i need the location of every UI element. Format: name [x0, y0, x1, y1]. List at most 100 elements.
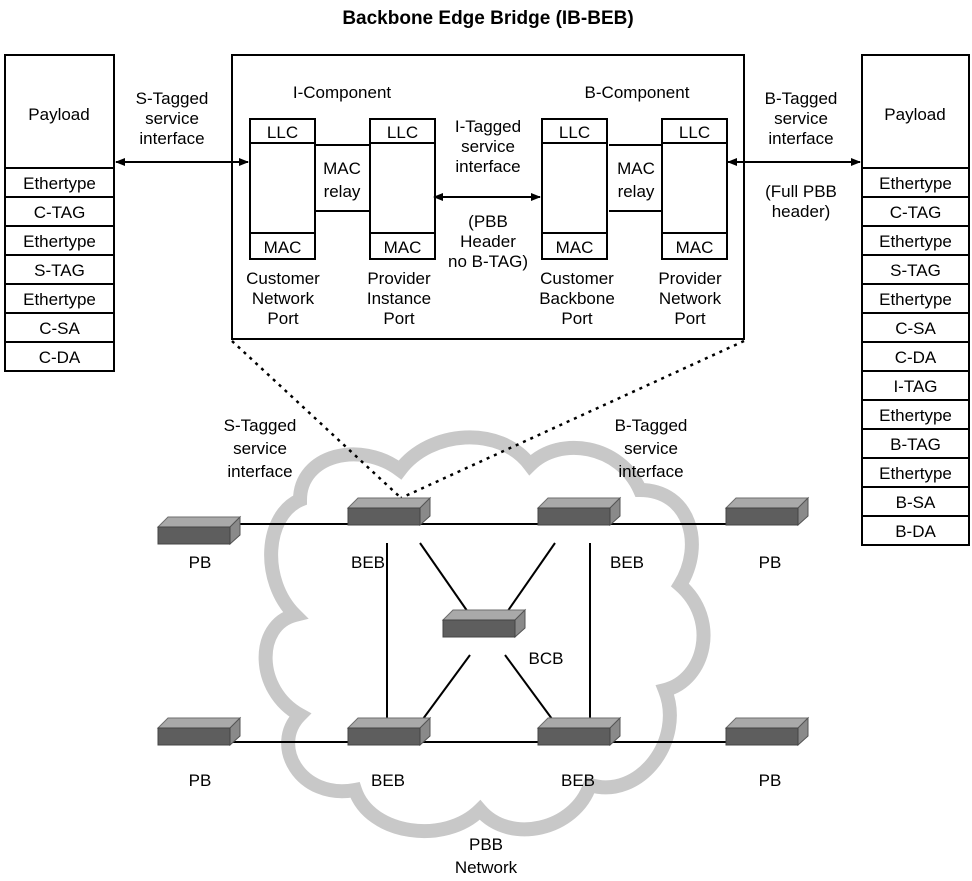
full-pbb-line1: (Full PBB — [765, 182, 837, 201]
left-field-label: Ethertype — [23, 174, 96, 193]
port-label-pip-2: Instance — [367, 289, 431, 308]
provider-instance-port-mac-label: MAC — [384, 238, 422, 257]
diagram-title: Backbone Edge Bridge (IB-BEB) — [342, 8, 633, 29]
net-b-tagged-line3: interface — [618, 462, 683, 481]
pb-switch-icon — [725, 717, 809, 746]
right-field-box — [861, 515, 970, 546]
left-s-tagged-line3: interface — [139, 129, 204, 148]
right-field-label: Ethertype — [879, 174, 952, 193]
port-label-cbp-2: Backbone — [539, 289, 615, 308]
provider-network-port-llc-label: LLC — [679, 123, 710, 142]
link-bcb-beb-bottom-right — [504, 654, 556, 724]
i-component-label: I-Component — [293, 83, 392, 102]
left-field-label: C-TAG — [34, 203, 86, 222]
net-b-tagged-line2: service — [624, 439, 678, 458]
left-field-label: Ethertype — [23, 290, 96, 309]
pb-label-bottom-right: PB — [759, 771, 782, 790]
i-mac-relay-line1: MAC — [323, 159, 361, 178]
port-label-cnp-3: Port — [267, 309, 298, 328]
right-field-box — [861, 428, 970, 459]
bcb-switch-icon — [442, 609, 526, 638]
link-beb-bcb-top-right — [504, 542, 556, 616]
link-bcb-beb-bottom-left — [419, 654, 471, 724]
left-field-label: C-SA — [39, 319, 80, 338]
net-s-tagged-line1: S-Tagged — [224, 416, 297, 435]
b-mac-relay-line2: relay — [618, 182, 655, 201]
beb-label-bottom-left: BEB — [371, 771, 405, 790]
customer-network-port-mac-label: MAC — [264, 238, 302, 257]
right-field-box — [861, 283, 970, 314]
pb-label-top-left: PB — [189, 553, 212, 572]
right-b-tagged-line2: service — [774, 109, 828, 128]
left-field-box — [4, 341, 115, 372]
customer-backbone-port-llc-label: LLC — [559, 123, 590, 142]
right-field-box — [861, 370, 970, 401]
port-label-cbp-1: Customer — [540, 269, 614, 288]
zoom-line-right — [400, 339, 745, 500]
right-field-box — [861, 196, 970, 227]
provider-instance-port-llc-label: LLC — [387, 123, 418, 142]
beb-switch-icon — [537, 497, 621, 526]
right-field-label: I-TAG — [893, 377, 937, 396]
beb-label-bottom-right: BEB — [561, 771, 595, 790]
provider-network-port-mac-label: MAC — [676, 238, 714, 257]
right-field-label: Ethertype — [879, 406, 952, 425]
left-s-tagged-line1: S-Tagged — [136, 89, 209, 108]
pbb-network-label-line1: PBB — [469, 835, 503, 854]
pb-label-top-right: PB — [759, 553, 782, 572]
right-payload-label: Payload — [884, 105, 945, 124]
net-s-tagged-line2: service — [233, 439, 287, 458]
i-tagged-line2: service — [461, 137, 515, 156]
port-labels: Customer Network Port Provider Instance … — [246, 269, 722, 328]
right-field-label: S-TAG — [890, 261, 941, 280]
right-field-label: C-TAG — [890, 203, 942, 222]
right-field-label: Ethertype — [879, 290, 952, 309]
port-label-pnp-1: Provider — [658, 269, 722, 288]
i-tagged-line3: interface — [455, 157, 520, 176]
pbb-note-line1: (PBB — [468, 212, 508, 231]
zoom-line-left — [231, 340, 402, 499]
left-payload-box — [4, 54, 115, 169]
beb-switch-icon — [347, 497, 431, 526]
customer-backbone-port-mac-label: MAC — [556, 238, 594, 257]
right-field-box — [861, 167, 970, 198]
right-b-tagged-line1: B-Tagged — [765, 89, 838, 108]
beb-switch-icon — [537, 717, 621, 746]
pb-label-bottom-left: PB — [189, 771, 212, 790]
bcb-label: BCB — [529, 649, 564, 668]
right-field-box — [861, 457, 970, 488]
right-field-label: B-SA — [896, 493, 936, 512]
right-frame-stack: Payload EthertypeC-TAGEthertypeS-TAGEthe… — [861, 54, 970, 546]
right-field-label: C-DA — [895, 348, 937, 367]
right-b-tagged-line3: interface — [768, 129, 833, 148]
pb-switch-icon — [157, 516, 241, 545]
full-pbb-line2: header) — [772, 202, 831, 221]
net-s-tagged-line3: interface — [227, 462, 292, 481]
pb-switch-icon — [725, 497, 809, 526]
left-s-tagged-line2: service — [145, 109, 199, 128]
right-field-label: B-TAG — [890, 435, 941, 454]
left-field-label: C-DA — [39, 348, 81, 367]
b-mac-relay-line1: MAC — [617, 159, 655, 178]
right-field-label: B-DA — [895, 522, 936, 541]
b-component-label: B-Component — [585, 83, 690, 102]
right-field-label: C-SA — [895, 319, 936, 338]
link-beb-bcb-top-left — [419, 542, 471, 616]
beb-label-top-left: BEB — [351, 553, 385, 572]
port-label-pnp-3: Port — [674, 309, 705, 328]
right-field-label: Ethertype — [879, 464, 952, 483]
pbb-note-line3: no B-TAG) — [448, 252, 528, 271]
beb-switch-icon — [347, 717, 431, 746]
right-field-label: Ethertype — [879, 232, 952, 251]
port-label-pnp-2: Network — [659, 289, 722, 308]
right-field-box — [861, 341, 970, 372]
port-label-pip-3: Port — [383, 309, 414, 328]
network-links — [230, 523, 726, 743]
left-field-box — [4, 225, 115, 256]
left-field-label: Ethertype — [23, 232, 96, 251]
port-label-cnp-1: Customer — [246, 269, 320, 288]
net-b-tagged-line1: B-Tagged — [615, 416, 688, 435]
pb-switch-icon — [157, 717, 241, 746]
left-payload-label: Payload — [28, 105, 89, 124]
